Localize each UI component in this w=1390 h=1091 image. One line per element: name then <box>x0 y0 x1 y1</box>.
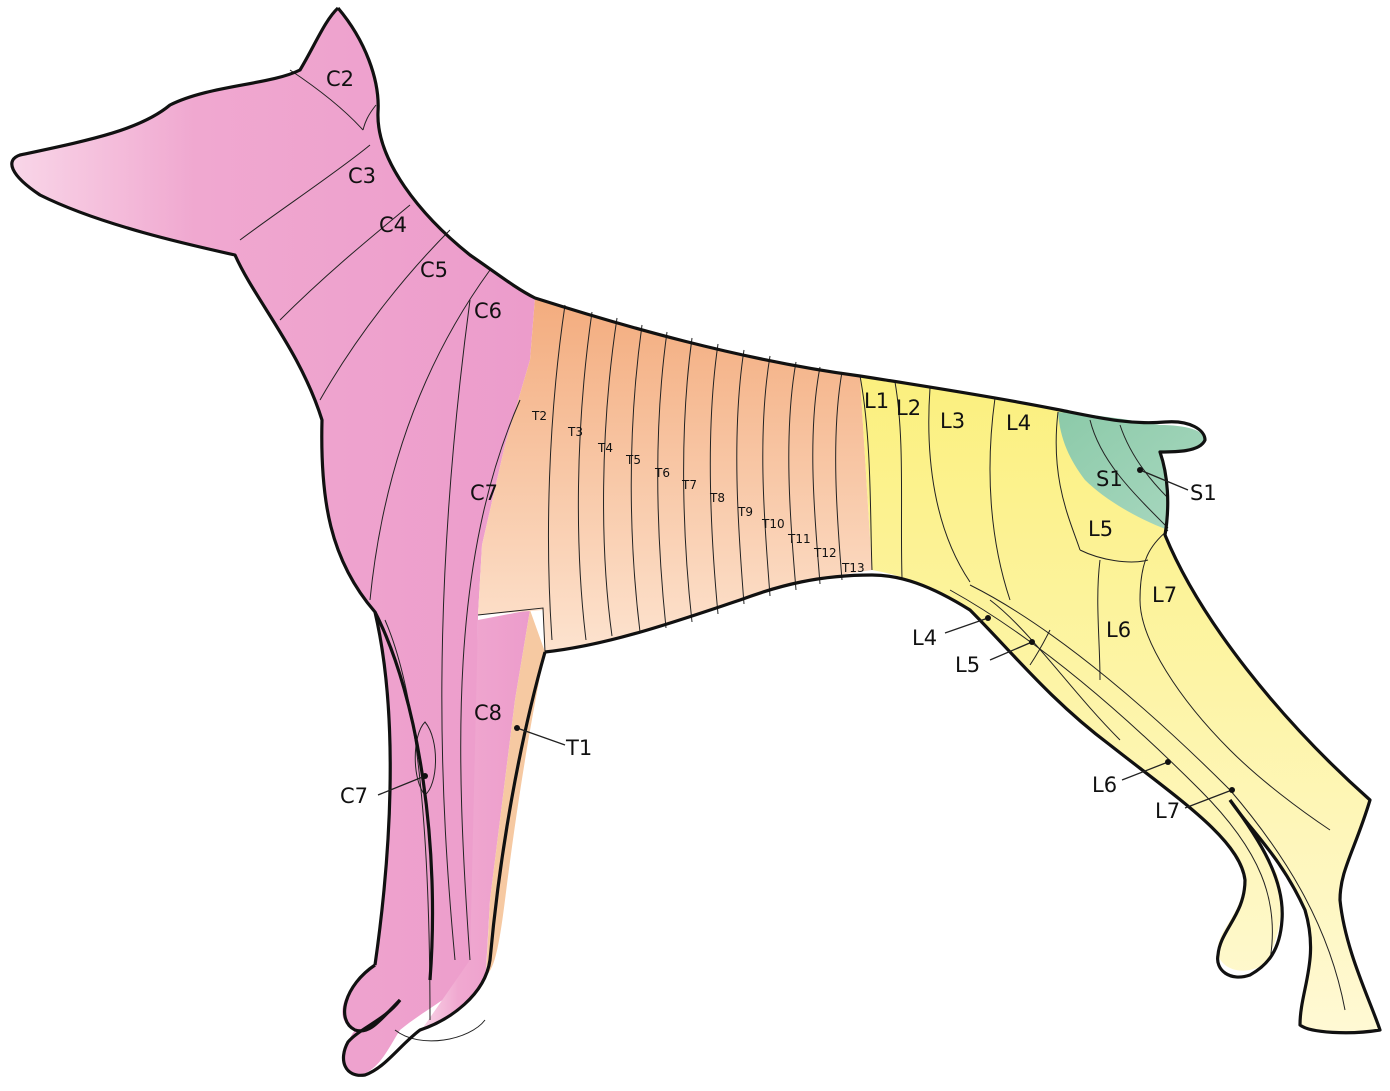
label-l6-thigh: L6 <box>1106 618 1131 642</box>
label-t5: T5 <box>625 453 641 467</box>
label-l3: L3 <box>940 409 965 433</box>
label-c6: C6 <box>474 299 502 323</box>
label-t13: T13 <box>841 561 865 575</box>
label-s1-tail: S1 <box>1190 481 1217 505</box>
label-s1-inner: S1 <box>1096 467 1123 491</box>
label-l4-back: L4 <box>1006 411 1031 435</box>
label-l7-thigh: L7 <box>1152 583 1177 607</box>
label-l2: L2 <box>896 396 921 420</box>
label-c5: C5 <box>420 258 448 282</box>
label-c7-trunk: C7 <box>470 481 498 505</box>
label-t6: T6 <box>654 466 670 480</box>
label-t11: T11 <box>787 532 811 546</box>
label-t1: T1 <box>565 736 592 760</box>
label-t2: T2 <box>531 409 547 423</box>
label-l1: L1 <box>864 389 889 413</box>
label-t12: T12 <box>813 546 837 560</box>
label-t10: T10 <box>761 517 785 531</box>
label-l7-leg: L7 <box>1155 799 1180 823</box>
label-c7-leg: C7 <box>340 784 368 808</box>
label-l5-leg: L5 <box>955 653 980 677</box>
label-t3: T3 <box>567 425 583 439</box>
label-c3: C3 <box>348 164 376 188</box>
label-l5-hip: L5 <box>1088 517 1113 541</box>
label-c2: C2 <box>326 67 354 91</box>
label-c8: C8 <box>474 701 502 725</box>
label-l6-leg: L6 <box>1092 773 1117 797</box>
label-t4: T4 <box>597 441 613 455</box>
cervical-region <box>12 8 535 1075</box>
label-t8: T8 <box>709 491 725 505</box>
label-t7: T7 <box>681 478 697 492</box>
label-t9: T9 <box>737 505 753 519</box>
label-l4-leg: L4 <box>912 626 937 650</box>
label-c4: C4 <box>379 213 407 237</box>
l4-leg-pointer <box>945 618 988 633</box>
